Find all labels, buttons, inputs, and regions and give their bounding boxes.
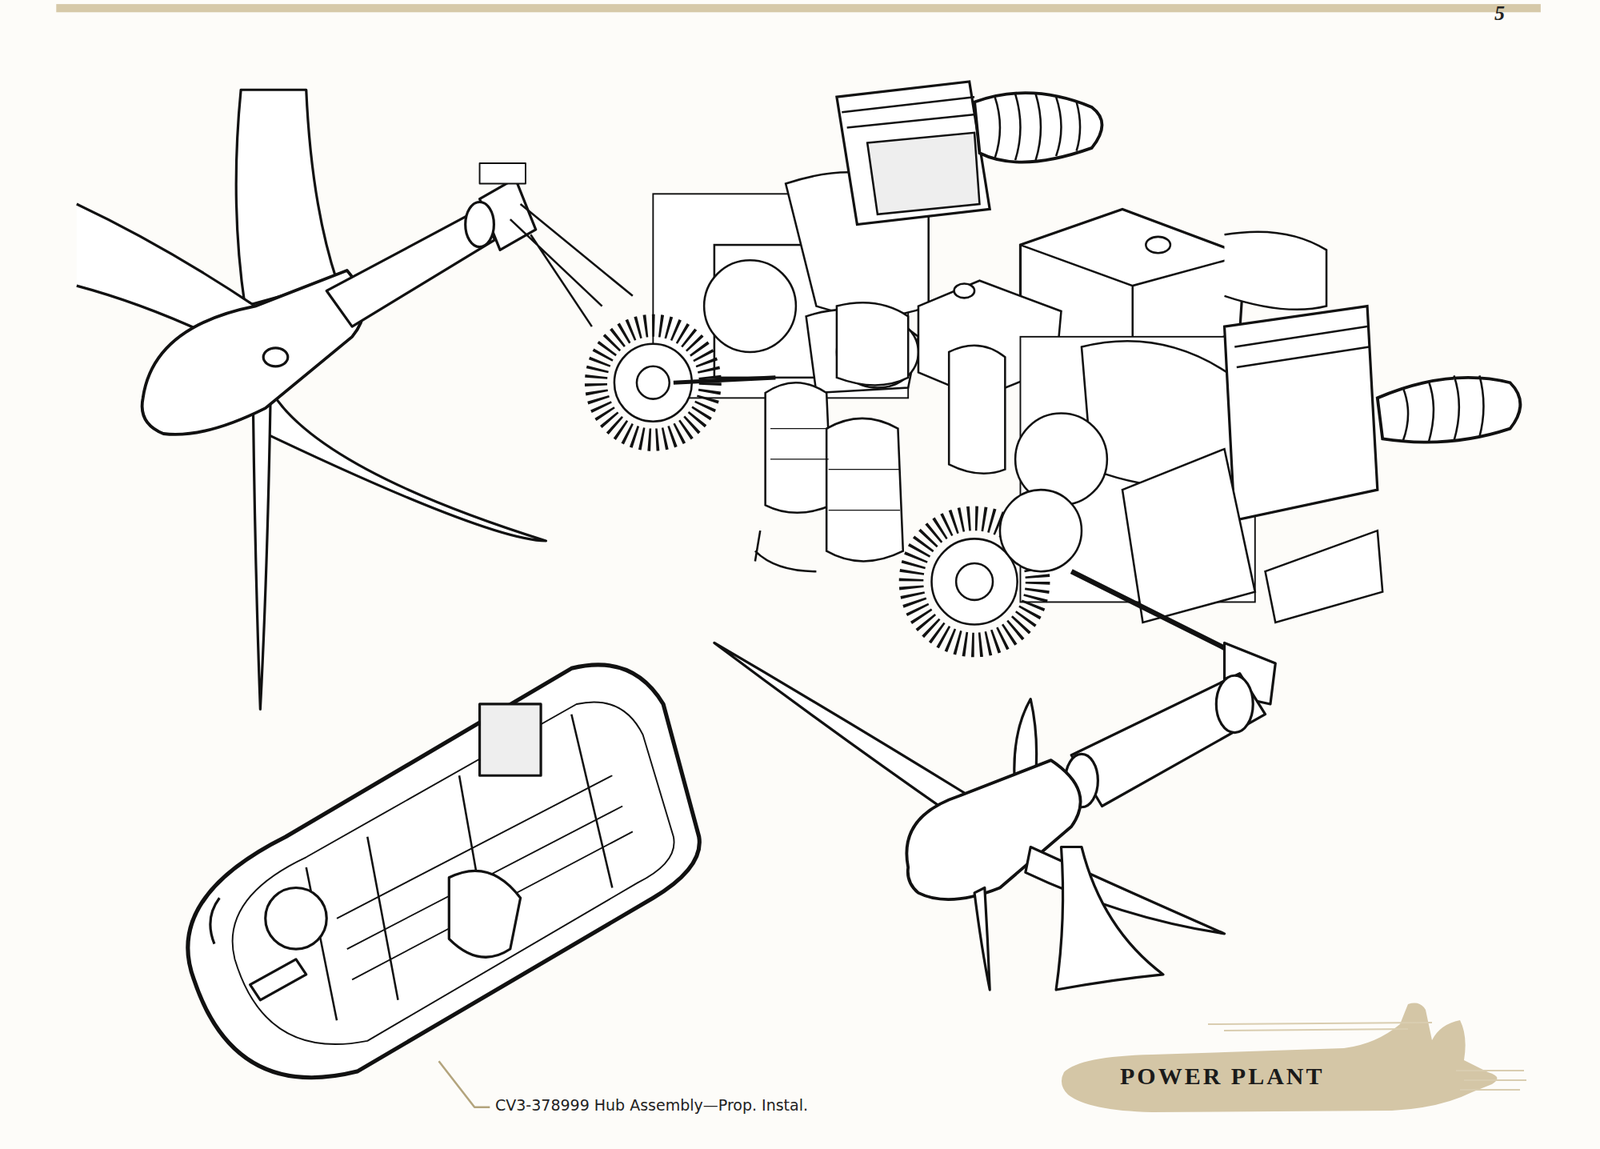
right-propeller [714, 642, 1276, 990]
page-number: 5 [1494, 1, 1505, 26]
left-propeller [76, 89, 633, 709]
right-engine [911, 306, 1520, 648]
section-badge: POWER PLANT [1056, 1000, 1528, 1119]
section-title: POWER PLANT [1120, 1062, 1325, 1090]
airplane-silhouette [1056, 1000, 1528, 1119]
nacelle-cutaway [188, 664, 700, 1108]
top-rule [56, 4, 1541, 12]
oil-tanks [755, 382, 904, 572]
part-callout: CV3-378999 Hub Assembly—Prop. Instal. [495, 1096, 808, 1114]
top-intake [836, 81, 1103, 225]
